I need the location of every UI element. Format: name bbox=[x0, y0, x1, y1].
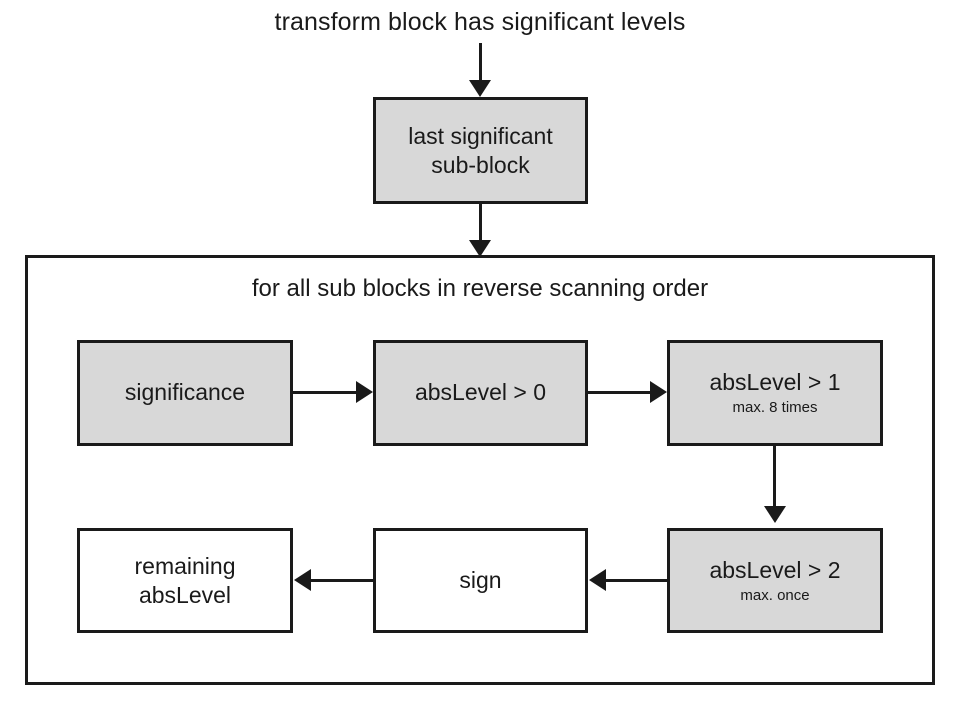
node-last-significant-sub-block[interactable]: last significant sub-block bbox=[373, 97, 588, 204]
node-abslevel-greater-than-0-label: absLevel > 0 bbox=[414, 379, 547, 406]
node-abslevel-greater-than-1-sublabel: max. 8 times bbox=[732, 399, 818, 417]
node-significance[interactable]: significance bbox=[77, 340, 293, 446]
node-sign[interactable]: sign bbox=[373, 528, 588, 633]
loop-container-label: for all sub blocks in reverse scanning o… bbox=[251, 275, 709, 302]
node-abslevel-greater-than-0[interactable]: absLevel > 0 bbox=[373, 340, 588, 446]
node-abslevel-greater-than-1-label: absLevel > 1 bbox=[709, 369, 841, 396]
node-remaining-abslevel-label-line2: absLevel bbox=[138, 581, 232, 608]
node-last-significant-sub-block-label-line1: last significant bbox=[408, 122, 553, 149]
node-sign-label: sign bbox=[459, 566, 502, 593]
node-remaining-abslevel-label-line1: remaining bbox=[134, 552, 236, 579]
diagram-title: transform block has significant levels bbox=[274, 8, 686, 36]
node-abslevel-greater-than-2-label: absLevel > 2 bbox=[709, 556, 841, 583]
node-abslevel-greater-than-2-sublabel: max. once bbox=[740, 586, 810, 604]
node-abslevel-greater-than-2[interactable]: absLevel > 2 max. once bbox=[667, 528, 883, 633]
node-significance-label: significance bbox=[124, 379, 246, 406]
node-abslevel-greater-than-1[interactable]: absLevel > 1 max. 8 times bbox=[667, 340, 883, 446]
node-last-significant-sub-block-label-line2: sub-block bbox=[431, 151, 530, 178]
node-remaining-abslevel[interactable]: remaining absLevel bbox=[77, 528, 293, 633]
